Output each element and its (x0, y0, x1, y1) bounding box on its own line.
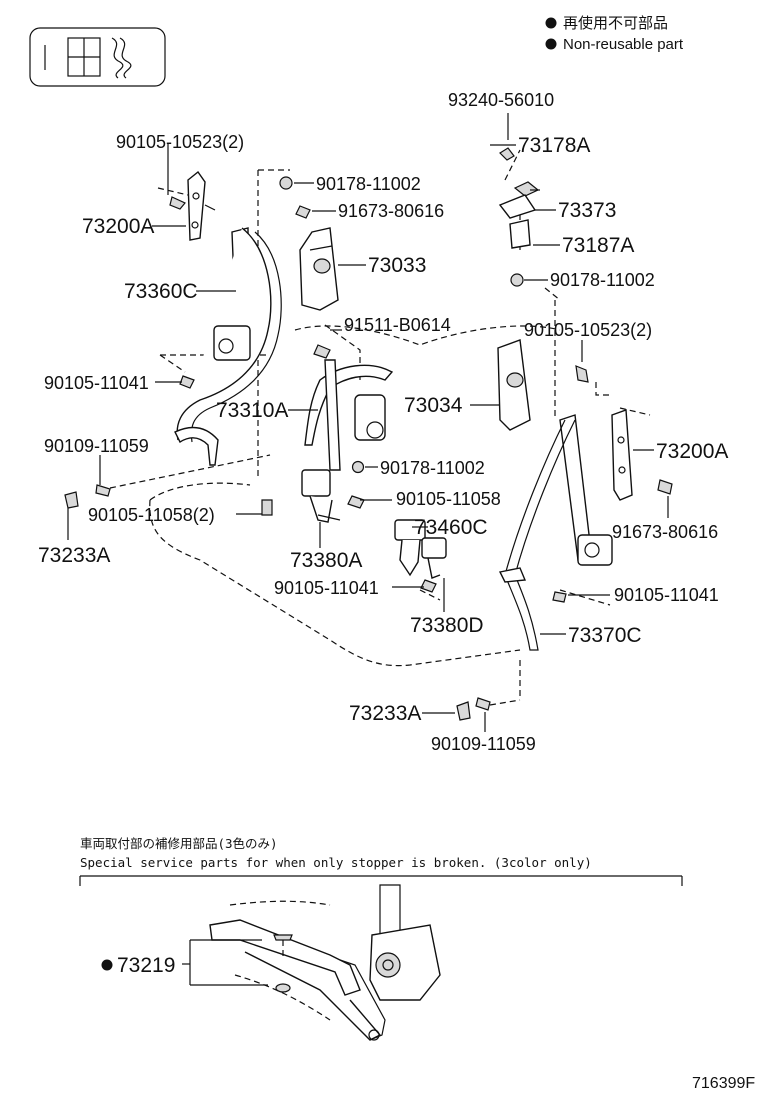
bolt-icon (347, 495, 365, 509)
label-91673-80616-left: 91673-80616 (338, 201, 444, 221)
bolt-icon (169, 196, 186, 210)
label-91511-B0614: 91511-B0614 (344, 315, 451, 335)
bolt-icon (420, 579, 437, 593)
service-note-en: Special service parts for when only stop… (80, 855, 592, 870)
label-73034: 73034 (404, 394, 463, 417)
label-73360C: 73360C (124, 280, 198, 303)
bolt-icon (552, 591, 567, 603)
pillar-trim-73033 (299, 227, 339, 311)
top-cover-parts (498, 147, 540, 287)
bolt-icon (657, 479, 673, 495)
label-90105-11041-right: 90105-11041 (614, 585, 719, 605)
label-91673-80616-right: 91673-80616 (612, 522, 718, 542)
bolt-icon (261, 499, 273, 516)
non-reusable-bullet-icon (545, 38, 557, 50)
part-labels: 93240-56010 73178A 73373 73187A 90178-11… (38, 90, 728, 754)
left-outer-belt (174, 227, 282, 466)
nut-icon (510, 273, 524, 287)
left-anchor-adjuster (157, 170, 216, 241)
label-73373: 73373 (558, 199, 616, 222)
service-note-jp: 車両取付部の補修用部品(3色のみ) (80, 836, 278, 851)
label-90178-11002-left: 90178-11002 (316, 174, 421, 194)
label-73187A: 73187A (562, 234, 634, 257)
label-90105-11058-2: 90105-11058(2) (88, 505, 215, 525)
label-90105-11041-center: 90105-11041 (274, 578, 379, 598)
label-73370C: 73370C (568, 624, 642, 647)
bolt-icon (475, 697, 491, 711)
fastener-icons (64, 176, 673, 721)
stopper-base-icon (275, 983, 291, 993)
diagram-reference-number: 716399F (692, 1075, 755, 1092)
right-belt (498, 414, 613, 651)
non-reusable-bullet-icon (545, 17, 557, 29)
label-73380D: 73380D (410, 614, 484, 637)
label-90105-10523-left: 90105-10523(2) (116, 132, 244, 152)
label-73200A-left: 73200A (82, 215, 154, 238)
legend-en: Non-reusable part (563, 36, 684, 53)
label-90178-11002-right: 90178-11002 (550, 270, 655, 290)
cap-icon (64, 491, 79, 509)
label-90105-11041-left: 90105-11041 (44, 373, 149, 393)
service-parts-section: 車両取付部の補修用部品(3色のみ) Special service parts … (79, 836, 755, 1092)
retractor-icon (369, 924, 441, 1001)
cap-icon (456, 701, 471, 721)
label-90105-11058: 90105-11058 (396, 489, 501, 509)
right-anchor-adjuster (611, 409, 633, 501)
label-73380A: 73380A (290, 549, 362, 572)
center-belt (304, 359, 394, 471)
non-reusable-bullet-icon (101, 959, 113, 971)
label-73460C: 73460C (414, 516, 488, 539)
label-90178-11002-center: 90178-11002 (380, 458, 485, 478)
right-retractor-icon (577, 534, 613, 566)
nut-icon (279, 176, 293, 190)
legend-jp: 再使用不可部品 (563, 15, 668, 32)
label-73178A: 73178A (518, 134, 590, 157)
stopper-button-icon (273, 934, 293, 941)
label-90109-11059-bottom: 90109-11059 (431, 734, 536, 754)
bolt-icon (313, 344, 331, 359)
vehicle-location-icon (29, 27, 166, 87)
label-73219: 73219 (117, 954, 175, 977)
label-73310A: 73310A (216, 399, 288, 422)
bolt-icon (295, 205, 311, 219)
pillar-trim-73034 (497, 339, 531, 431)
bolt-icon (179, 375, 195, 389)
label-73033: 73033 (368, 254, 426, 277)
label-73233A-left: 73233A (38, 544, 110, 567)
label-73233A-bottom: 73233A (349, 702, 421, 725)
leader-lines (67, 113, 669, 732)
label-73200A-right: 73200A (656, 440, 728, 463)
label-93240-56010: 93240-56010 (448, 90, 554, 110)
nut-icon (351, 460, 365, 474)
bolt-icon (575, 365, 589, 383)
buckle-73460C (394, 519, 447, 579)
clip-icon (499, 147, 515, 161)
label-90109-11059-left: 90109-11059 (44, 436, 149, 456)
label-90105-10523-right: 90105-10523(2) (524, 320, 652, 340)
legend: 再使用不可部品 Non-reusable part (545, 15, 684, 53)
bolt-icon (95, 484, 111, 497)
buckle-73380A (301, 469, 341, 523)
center-retractor-icon (354, 394, 386, 441)
